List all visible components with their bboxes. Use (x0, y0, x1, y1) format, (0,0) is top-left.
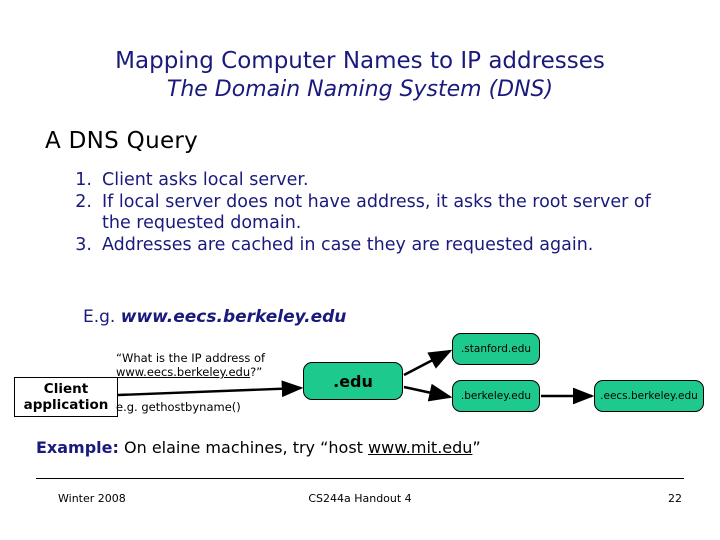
list-item: 2. If local server does not have address… (66, 192, 666, 234)
node-berkeley: .berkeley.edu (452, 380, 540, 412)
list-item: 1. Client asks local server. (66, 170, 666, 191)
arrow-client-to-edu (117, 380, 304, 398)
list-item-text: Addresses are cached in case they are re… (102, 235, 594, 255)
footer-page-number: 22 (668, 492, 682, 505)
client-box-line-2: application (23, 397, 109, 413)
title-line-2: The Domain Naming System (DNS) (166, 77, 554, 103)
list-item-number: 1. (75, 170, 92, 190)
example-domain-line: E.g. www.eecs.berkeley.edu (83, 307, 346, 327)
node-edu-label: .edu (333, 371, 373, 391)
list-item-text: If local server does not have address, i… (102, 192, 651, 233)
list-item: 3. Addresses are cached in case they are… (66, 235, 666, 256)
slide-title: Mapping Computer Names to IP addresses T… (36, 48, 684, 103)
example-domain-prefix: E.g. (83, 307, 121, 327)
example-note-label: Example: (36, 438, 119, 457)
example-domain-url: www.eecs.berkeley.edu (120, 307, 347, 327)
section-heading: A DNS Query (45, 128, 199, 154)
slide-footer: Winter 2008 CS244a Handout 4 22 (36, 492, 684, 510)
query-question-url: www.eecs.berkeley.edu (116, 365, 251, 379)
gethostbyname-label: e.g. gethostbyname() (116, 400, 241, 414)
node-eecs-berkeley: .eecs.berkeley.edu (594, 380, 704, 412)
title-line-1: Mapping Computer Names to IP addresses (115, 48, 605, 74)
example-note-url: www.mit.edu (368, 438, 473, 457)
node-eecs-berkeley-label: .eecs.berkeley.edu (600, 390, 698, 402)
list-item-number: 2. (75, 192, 92, 212)
example-note-text-after: ” (472, 438, 481, 457)
arrow-edu-to-stanford (403, 349, 453, 377)
example-note: Example: On elaine machines, try “host w… (36, 438, 481, 457)
arrow-edu-to-berkeley (403, 383, 453, 402)
node-berkeley-label: .berkeley.edu (460, 390, 532, 402)
client-application-box: Client application (14, 377, 118, 417)
footer-term: Winter 2008 (58, 492, 126, 505)
dns-resolution-diagram: Client application “What is the IP addre… (0, 325, 720, 435)
diagram-arrows-layer (117, 349, 595, 405)
footer-handout: CS244a Handout 4 (308, 492, 412, 505)
query-question-prefix: “What is the IP address of (116, 351, 266, 365)
query-question-suffix: ?” (250, 365, 263, 379)
node-stanford: .stanford.edu (452, 333, 540, 365)
client-box-line-1: Client (43, 381, 89, 397)
footer-divider (36, 478, 684, 479)
node-stanford-label: .stanford.edu (460, 343, 532, 355)
node-edu: .edu (303, 362, 403, 400)
numbered-steps-list: 1. Client asks local server. 2. If local… (66, 170, 666, 257)
list-item-text: Client asks local server. (102, 170, 309, 190)
example-note-text-before: On elaine machines, try “host (118, 438, 369, 457)
query-question-label: “What is the IP address of www.eecs.berk… (116, 351, 316, 379)
list-item-number: 3. (75, 235, 92, 255)
